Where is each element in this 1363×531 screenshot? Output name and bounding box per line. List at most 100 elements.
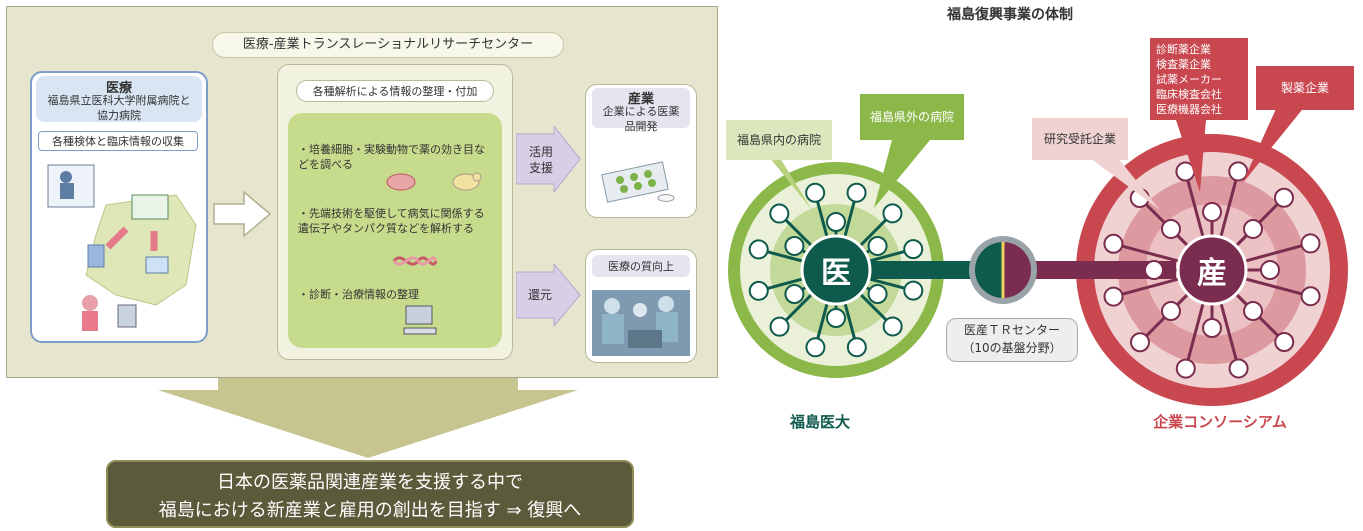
analysis-header: 各種解析による情報の整理・付加 bbox=[296, 80, 494, 102]
university-node bbox=[882, 316, 903, 337]
university-node bbox=[846, 182, 867, 203]
university-node bbox=[748, 280, 769, 301]
tr-center-line-1: 医産ＴＲセンター bbox=[963, 323, 1060, 337]
connector-right bbox=[1020, 261, 1176, 279]
consortium-spoke bbox=[1113, 277, 1180, 299]
computer-icon bbox=[117, 304, 137, 328]
down-arrow bbox=[158, 378, 578, 458]
university-node bbox=[903, 239, 924, 260]
pharma-companies: 製薬企業 bbox=[1256, 66, 1354, 110]
computer-icon bbox=[403, 305, 437, 335]
hospital-building-icon bbox=[87, 244, 105, 268]
consortium-node bbox=[1273, 187, 1294, 208]
university-node bbox=[846, 337, 867, 358]
arrow-to-analysis bbox=[213, 190, 272, 238]
consortium-node bbox=[1300, 286, 1321, 307]
university-inner-node bbox=[826, 308, 846, 328]
tr-center-line-2: （10の基盤分野） bbox=[962, 341, 1062, 355]
collection-label: 各種検体と臨床情報の収集 bbox=[38, 131, 198, 151]
company-test-reagents: 検査薬企業 bbox=[1156, 58, 1211, 71]
analysis-inner bbox=[288, 113, 502, 348]
return-arrow-label: 還元 bbox=[527, 288, 552, 302]
university-label: 福島医大 bbox=[789, 412, 850, 431]
cell-culture-icon bbox=[386, 173, 416, 191]
consortium-inner-node bbox=[1243, 301, 1264, 322]
tr-center-caption bbox=[946, 318, 1078, 362]
consortium-spoke bbox=[1219, 171, 1240, 238]
apply-arrow-label: 活用支援 bbox=[528, 145, 553, 175]
university-node bbox=[805, 182, 826, 203]
banner-line-1: 日本の医薬品関連産業を支援する中で bbox=[217, 472, 523, 493]
consortium-spoke bbox=[1244, 241, 1311, 263]
university-inner-node bbox=[826, 212, 846, 232]
contract-research-companies: 研究受託企業 bbox=[1032, 118, 1128, 160]
company-list: 診断薬企業 検査薬企業 試薬メーカー 臨床検査会社 医療機器会社 bbox=[1156, 42, 1248, 117]
consortium-inner-node bbox=[1160, 301, 1181, 322]
analysis-item-3: ・診断・治療情報の整理 bbox=[298, 288, 419, 301]
consortium-node bbox=[1300, 233, 1321, 254]
consortium-node bbox=[1103, 286, 1124, 307]
industry-subtitle: 企業による医薬品開発 bbox=[602, 105, 680, 133]
university-inner-node bbox=[867, 236, 888, 256]
medical-heading: 医療 bbox=[105, 80, 132, 96]
consortium-inner-node bbox=[1144, 260, 1164, 280]
dna-icon bbox=[392, 256, 438, 266]
consortium-label: 企業コンソーシアム bbox=[1153, 412, 1287, 431]
university-node bbox=[882, 203, 903, 224]
medical-hub bbox=[800, 234, 872, 306]
university-node bbox=[903, 280, 924, 301]
lab-building-icon bbox=[145, 256, 169, 274]
consortium-node bbox=[1175, 358, 1196, 379]
return-arrow bbox=[516, 264, 581, 326]
consortium-inner-node bbox=[1202, 202, 1222, 222]
analysis-item-2: ・先端技術を駆使して病気に関係する遺伝子やタンパク質などを解析する bbox=[298, 207, 485, 235]
consortium-node bbox=[1228, 161, 1249, 182]
consortium-spoke bbox=[1113, 242, 1180, 263]
hospitals-outside-prefecture: 福島県外の病院 bbox=[860, 94, 964, 140]
nurse-icon bbox=[82, 295, 98, 311]
industry-header bbox=[592, 88, 690, 128]
consortium-diagram bbox=[728, 134, 1348, 406]
connector-left bbox=[870, 261, 986, 279]
consortium-spoke bbox=[1183, 171, 1205, 238]
conclusion-banner bbox=[106, 460, 634, 528]
analysis-item-1: ・培養細胞・実験動物で薬の効き目などを調べる bbox=[298, 143, 485, 171]
consortium-spoke bbox=[1219, 302, 1241, 369]
medical-illustration bbox=[47, 164, 197, 331]
university-inner-node bbox=[784, 236, 805, 256]
surgery-photo bbox=[592, 290, 690, 356]
consortium-node bbox=[1274, 331, 1295, 352]
university-node bbox=[748, 239, 769, 260]
university-node bbox=[805, 337, 826, 358]
consortium-inner-node bbox=[1160, 218, 1181, 239]
center-title: 医療-産業トランスレーショナルリサーチセンター bbox=[212, 32, 564, 58]
company-list-box bbox=[1150, 38, 1248, 120]
consortium-inner-node bbox=[1243, 218, 1264, 239]
company-medical-devices: 医療機器会社 bbox=[1156, 103, 1222, 116]
banner-line-2: 福島における新産業と雇用の創出を目指す ⇒ 復興へ bbox=[158, 500, 582, 521]
medical-subtitle: 福島県立医科大学附属病院と協力病院 bbox=[47, 94, 191, 122]
pill-packs-icon bbox=[601, 161, 675, 203]
apply-arrow bbox=[516, 126, 581, 192]
company-clinical-labs: 臨床検査会社 bbox=[1156, 88, 1222, 101]
consortium-node bbox=[1130, 332, 1151, 353]
university-node bbox=[769, 203, 790, 224]
medical-hub-label: 医 bbox=[821, 256, 851, 291]
industry-hub-label: 産 bbox=[1197, 256, 1227, 291]
quality-label: 医療の質向上 bbox=[592, 255, 690, 277]
company-diagnostics: 診断薬企業 bbox=[1156, 43, 1211, 56]
consortium-inner-node bbox=[1202, 318, 1222, 338]
industry-hub bbox=[1176, 234, 1248, 306]
callout-pointers bbox=[750, 100, 1310, 210]
mouse-icon bbox=[452, 172, 482, 191]
consortium-node bbox=[1103, 233, 1124, 254]
consortium-node bbox=[1228, 358, 1249, 379]
university-inner-node bbox=[867, 284, 888, 304]
industry-heading: 産業 bbox=[627, 91, 654, 107]
university-inner-node bbox=[784, 284, 805, 304]
medical-header bbox=[36, 76, 202, 122]
company-reagent-makers: 試薬メーカー bbox=[1156, 73, 1222, 86]
consortium-inner-node bbox=[1260, 260, 1280, 280]
hospitals-in-prefecture: 福島県内の病院 bbox=[726, 120, 832, 160]
consortium-spoke bbox=[1244, 277, 1311, 298]
